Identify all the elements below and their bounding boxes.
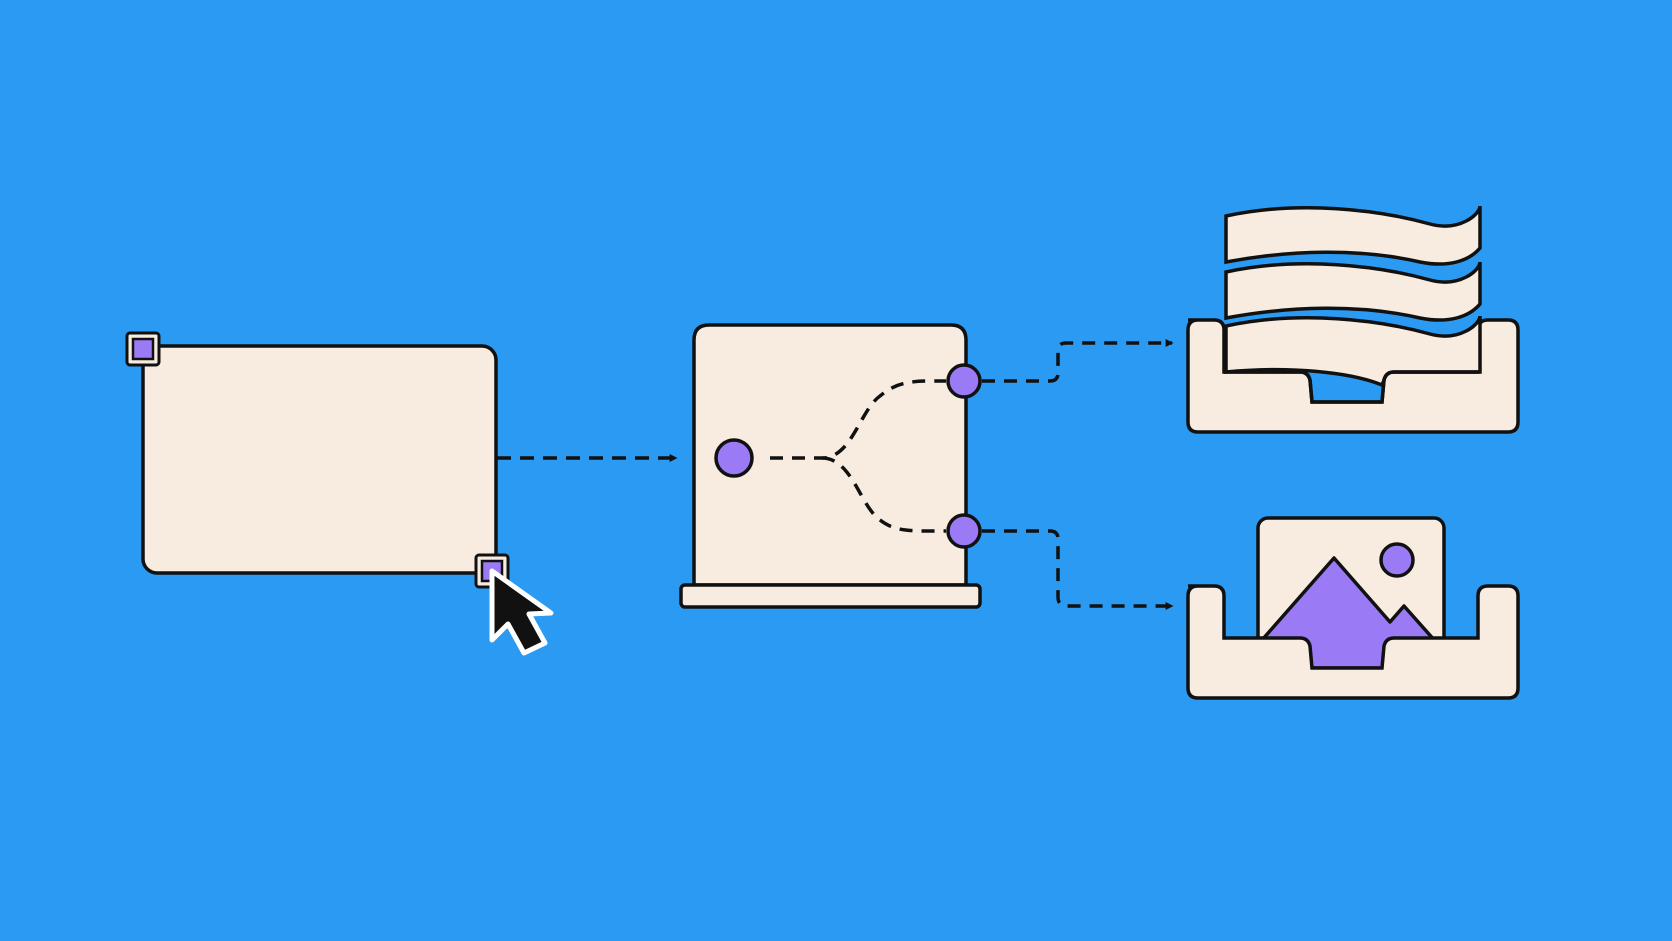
splitter-box-icon[interactable] — [679, 323, 982, 609]
splitter-to-image-tray-arrow — [982, 529, 1174, 610]
selection-frame-icon[interactable] — [125, 331, 510, 589]
document-stack-tray-icon[interactable] — [1186, 205, 1520, 434]
splitter-internal-path-top — [770, 379, 946, 460]
splitter-internal-path-bottom — [821, 456, 946, 533]
input-port[interactable] — [714, 438, 754, 478]
top-left-handle[interactable] — [125, 331, 161, 367]
sun-icon — [1379, 542, 1415, 578]
mouse-pointer-icon — [489, 568, 554, 656]
sheet-1 — [1224, 205, 1482, 266]
image-tray-icon[interactable] — [1186, 516, 1520, 700]
output-port-bottom[interactable] — [946, 513, 982, 549]
sheet-3 — [1224, 315, 1482, 388]
output-port-top[interactable] — [946, 363, 982, 399]
sheet-2 — [1224, 261, 1482, 322]
splitter-to-text-tray-arrow — [982, 339, 1174, 383]
